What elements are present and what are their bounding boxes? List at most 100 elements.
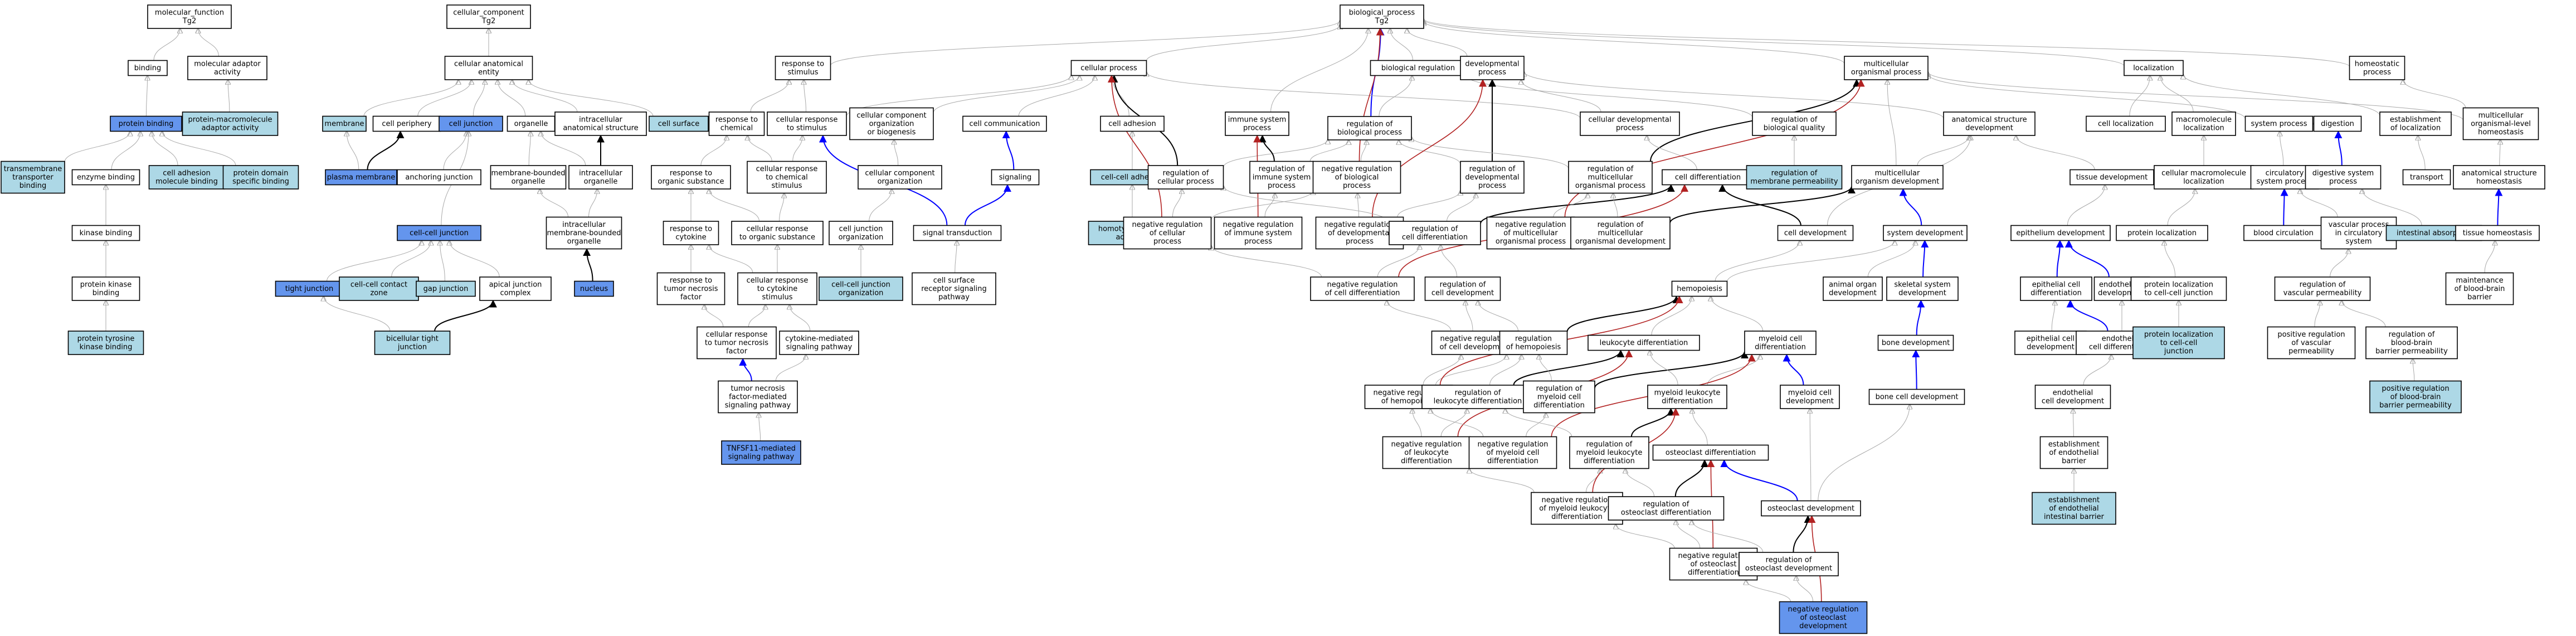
go-term-node[interactable]: epithelium development [2010, 225, 2111, 241]
go-term-node[interactable]: cell development [1777, 225, 1854, 241]
go-term-node[interactable]: organelle [507, 115, 556, 132]
go-term-node[interactable]: nucleus [574, 280, 614, 297]
go-term-node[interactable]: tissue development [2069, 169, 2154, 186]
go-term-node[interactable]: bone development [1877, 334, 1954, 351]
go-term-node[interactable]: enzyme binding [71, 169, 140, 186]
go-term-node[interactable]: protein localization [2116, 225, 2208, 241]
go-term-node[interactable]: plasma membrane [325, 169, 397, 186]
go-term-node[interactable]: localization [2124, 60, 2184, 76]
go-term-node[interactable]: bone cell development [1868, 389, 1965, 405]
go-term-node[interactable]: cell surface [649, 115, 709, 132]
go-term-node[interactable]: gap junction [416, 280, 476, 297]
go-term-node[interactable]: cell-cell junction [397, 225, 481, 241]
go-term-node[interactable]: tight junction [275, 280, 344, 297]
go-term-node[interactable]: transport [2402, 169, 2451, 186]
go-term-node[interactable]: membrane [322, 115, 367, 132]
go-term-node[interactable]: cellular process [1070, 60, 1147, 76]
go-term-node[interactable]: osteoclast development [1761, 500, 1861, 517]
go-term-node[interactable]: kinase binding [71, 225, 140, 241]
go-term-node[interactable]: biological regulation [1370, 60, 1467, 76]
go-term-node[interactable]: system development [1883, 225, 1968, 241]
go-term-node[interactable]: hemopoiesis [1671, 280, 1728, 297]
go-term-node[interactable]: cell periphery [372, 115, 441, 132]
go-term-node[interactable]: signal transduction [913, 225, 1002, 241]
go-term-node[interactable]: signaling [991, 169, 1040, 186]
go-term-node[interactable]: cell adhesion [1100, 115, 1165, 132]
go-term-node[interactable]: protein binding [110, 115, 182, 132]
go-term-node[interactable]: tissue homeostasis [2455, 225, 2540, 241]
